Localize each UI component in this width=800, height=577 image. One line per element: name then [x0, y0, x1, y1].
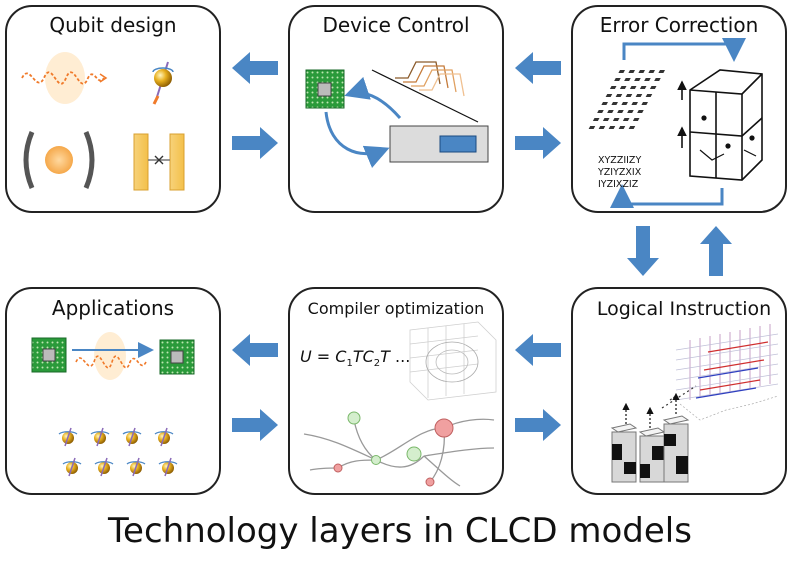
diagram-caption: Technology layers in CLCD models: [107, 511, 692, 551]
compiler-equation: U = C1TC2T ...: [300, 347, 410, 369]
box-compiler-optimization: [288, 287, 504, 495]
logical-block-stack-icon: [610, 392, 690, 483]
target-chip-icon: [159, 339, 195, 375]
compiler-optimization-art: U = C1TC2T ...: [300, 321, 497, 487]
arrow-device-to-error: [515, 127, 561, 159]
title-logical-instruction: Logical Instruction: [597, 298, 771, 320]
title-error-correction: Error Correction: [600, 13, 759, 37]
block-arrows: [232, 52, 732, 441]
josephson-junction-icon: [133, 133, 185, 191]
title-device-control: Device Control: [322, 13, 469, 37]
arrow-compiler-to-applications: [232, 334, 278, 366]
arrow-error-to-device: [515, 52, 561, 84]
lattice-surgery-grid-icon: [675, 324, 779, 421]
arrow-logical-to-error: [700, 226, 732, 276]
cavity-mode-icon: [23, 131, 95, 189]
3d-code-cube-icon: [677, 69, 763, 181]
title-qubit-design: Qubit design: [49, 13, 176, 37]
pulse-waveforms-icon: [371, 61, 479, 123]
logical-instruction-art: [610, 324, 779, 483]
source-chip-icon: [31, 337, 67, 373]
arrow-applications-to-compiler: [232, 409, 278, 441]
instruction-link-dotted: [669, 395, 677, 401]
arrow-device-to-qubit: [232, 52, 278, 84]
circuit-graph-icon: [303, 411, 495, 487]
title-applications: Applications: [52, 296, 174, 320]
qubit-design-art: [21, 52, 185, 191]
control-electronics-icon: [389, 125, 489, 163]
spin-array-icon: [58, 427, 178, 477]
stabilizer-table: XYZZIIZY YZIYZXIX IYZIXZIZ: [597, 155, 642, 190]
stabilizer-row: IYZIXZIZ: [598, 179, 639, 190]
arrow-compiler-to-logical: [515, 409, 561, 441]
optimization-surface-icon: [409, 321, 497, 401]
decode-loop-arrow-bottom: [610, 184, 724, 208]
decode-loop-arrow-top: [622, 38, 746, 62]
stabilizer-row: YZIYZXIX: [597, 167, 642, 178]
surface-code-lattice-icon: [588, 70, 665, 129]
stabilizer-row: XYZZIIZY: [598, 155, 641, 166]
control-arrow-icon: [344, 76, 402, 119]
error-correction-art: XYZZIIZY YZIYZXIX IYZIXZIZ: [588, 38, 763, 208]
photon-wavepacket-icon: [21, 52, 108, 104]
photon-link-icon: [72, 332, 154, 380]
spin-atom-icon: [152, 61, 174, 105]
feedback-arrow-icon: [324, 111, 390, 168]
arrow-qubit-to-device: [232, 127, 278, 159]
device-control-art: [305, 61, 489, 168]
title-compiler-optimization: Compiler optimization: [308, 299, 485, 318]
applications-art: [31, 332, 195, 477]
arrow-error-to-logical: [627, 226, 659, 276]
arrow-logical-to-compiler: [515, 334, 561, 366]
qubit-chip-icon: [305, 69, 345, 109]
